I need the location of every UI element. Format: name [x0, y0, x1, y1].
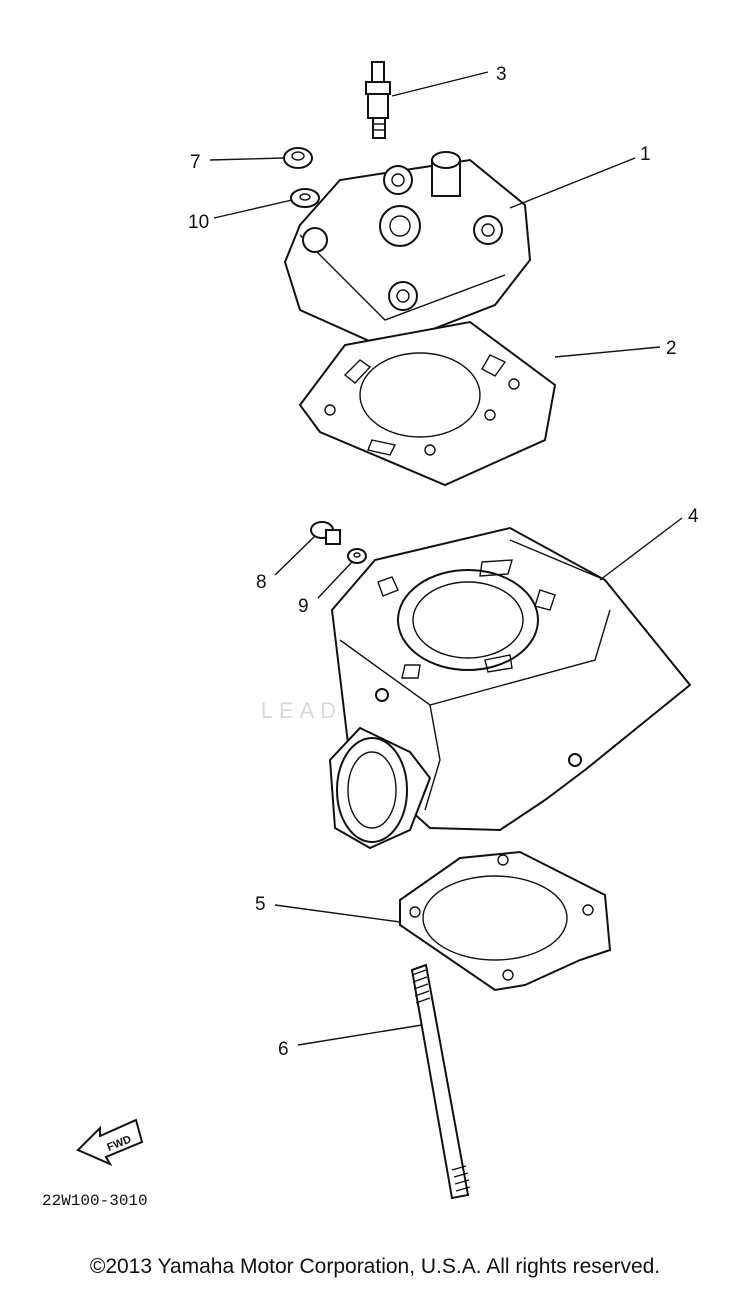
spark-plug	[365, 61, 391, 139]
callout-10: 10	[188, 212, 209, 233]
leader-1	[509, 157, 636, 209]
copyright-notice: ©2013 Yamaha Motor Corporation, U.S.A. A…	[89, 1255, 661, 1278]
cylinder-head-gasket	[298, 320, 557, 487]
stud-bolt	[410, 963, 471, 1200]
callout-7: 7	[190, 152, 201, 173]
cylinder-head-nut	[283, 147, 313, 169]
leader-2	[554, 346, 661, 358]
cylinder-bolt	[310, 521, 341, 545]
cylinder-base-gasket	[399, 850, 612, 992]
cylinder	[328, 526, 692, 850]
drawing-code: 22W100-3010	[42, 1192, 148, 1210]
leader-7	[209, 157, 285, 161]
plain-washer-cylinder	[347, 548, 367, 564]
leader-3	[391, 71, 489, 97]
leader-4	[599, 517, 683, 581]
plain-washer-head	[290, 188, 320, 208]
fwd-arrow-icon: FWD	[76, 1118, 144, 1167]
callout-2: 2	[666, 338, 677, 359]
callout-5: 5	[255, 894, 266, 915]
leader-9	[317, 561, 353, 599]
cylinder-head	[283, 151, 532, 350]
leader-6	[297, 1024, 423, 1046]
leader-10	[213, 199, 293, 219]
callout-4: 4	[688, 506, 699, 527]
callout-8: 8	[256, 572, 267, 593]
callout-9: 9	[298, 596, 309, 617]
parts-diagram: LEADVENTURE	[42, 61, 699, 1210]
leader-8	[274, 535, 316, 576]
callout-3: 3	[496, 64, 507, 85]
callout-6: 6	[278, 1039, 289, 1060]
leader-5	[274, 904, 401, 923]
callout-1: 1	[640, 144, 651, 165]
